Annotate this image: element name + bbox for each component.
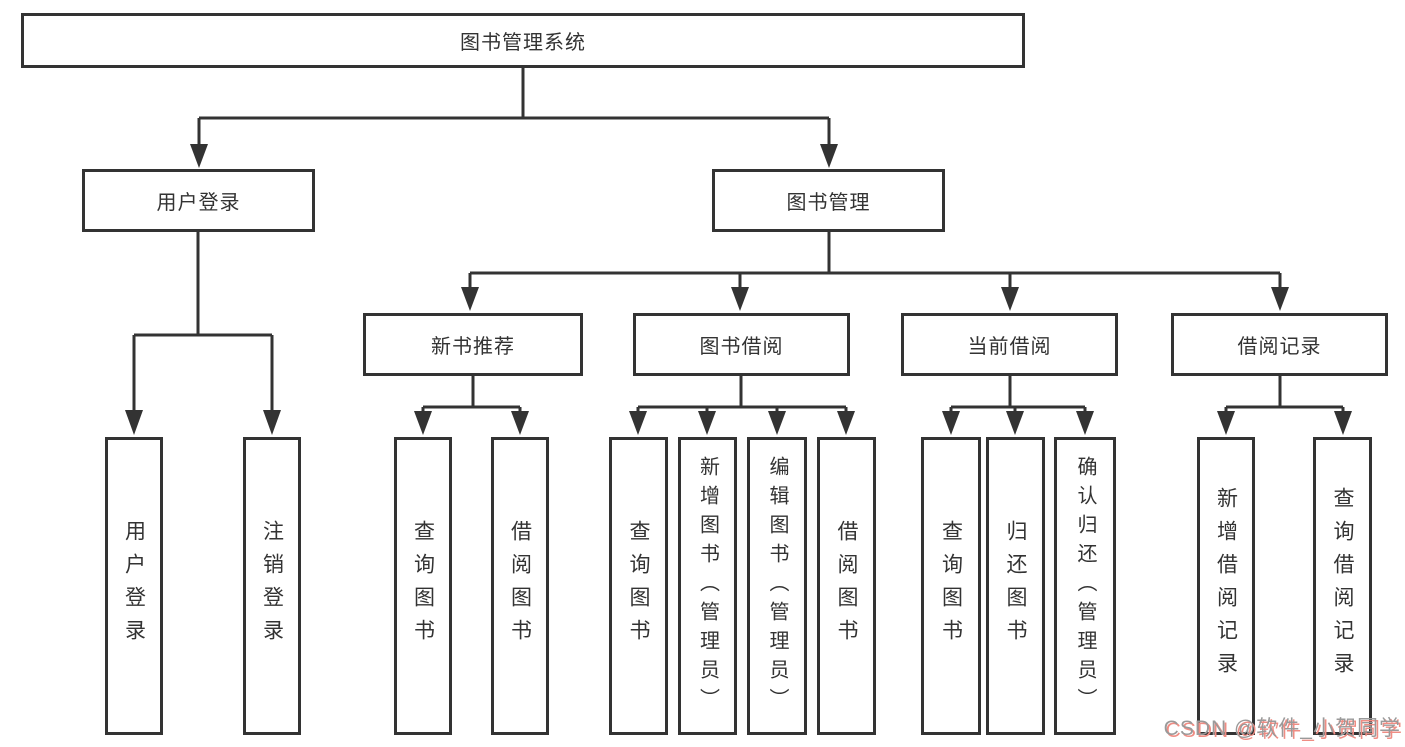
connector-bookmgmt-to-level3 [461,232,1289,311]
node-current-borrow: 当前借阅 [901,313,1118,376]
leaf-bookborrow-edit-admin: 编辑图书（管理员） [747,437,807,735]
leaf-borrowrecord-query: 查询借阅记录 [1313,437,1372,735]
connector-newbook-to-leaves [414,376,529,435]
leaf-currentborrow-confirm-admin: 确认归还（管理员） [1054,437,1116,735]
node-root: 图书管理系统 [21,13,1025,68]
leaf-bookborrow-query: 查询图书 [609,437,668,735]
leaf-bookborrow-add-admin: 新增图书（管理员） [678,437,737,735]
connector-bookborrow-to-leaves [629,376,855,435]
node-user-login: 用户登录 [82,169,315,232]
node-new-book-rec: 新书推荐 [363,313,583,376]
leaf-currentborrow-return: 归还图书 [986,437,1045,735]
leaf-bookborrow-borrow: 借阅图书 [817,437,876,735]
connector-currentborrow-to-leaves [942,376,1094,435]
connector-borrowrecord-to-leaves [1217,376,1352,435]
leaf-newbook-query: 查询图书 [394,437,452,735]
connector-userlogin-to-leaves [125,232,281,435]
connector-root-to-level2 [190,68,838,168]
leaf-currentborrow-query: 查询图书 [921,437,981,735]
csdn-watermark: CSDN @软件_小贺同学 [1163,717,1401,740]
leaf-user-login: 用户登录 [105,437,163,735]
node-borrow-record: 借阅记录 [1171,313,1388,376]
node-book-borrow: 图书借阅 [633,313,850,376]
node-book-mgmt: 图书管理 [712,169,945,232]
leaf-logout: 注销登录 [243,437,301,735]
leaf-newbook-borrow: 借阅图书 [491,437,549,735]
leaf-borrowrecord-add: 新增借阅记录 [1197,437,1255,735]
